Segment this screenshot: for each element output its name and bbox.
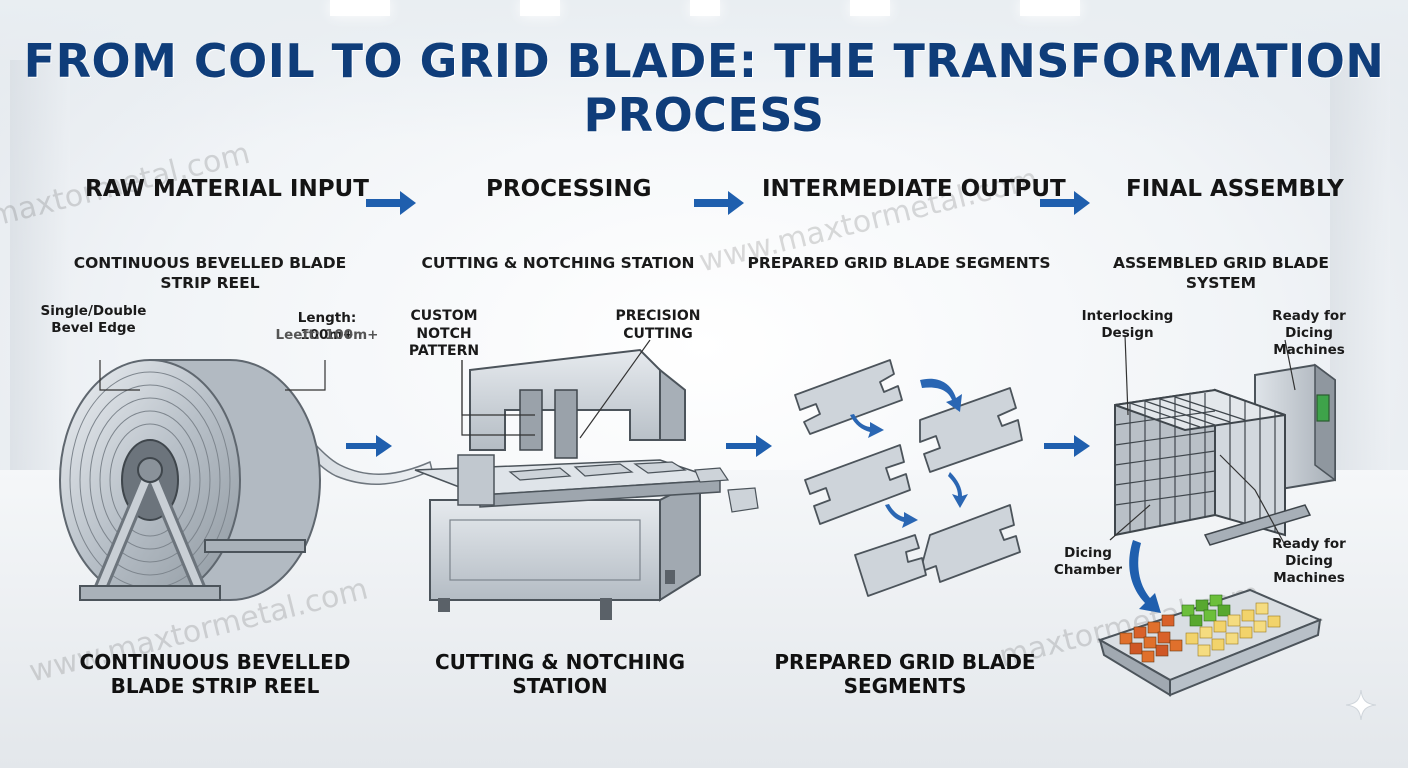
stage-heading-processing: PROCESSING: [486, 176, 652, 202]
callout-precision-cutting: PRECISION CUTTING: [615, 308, 701, 342]
sparkle-icon: [1345, 689, 1377, 721]
arrow-icon: [1129, 540, 1161, 613]
stage-heading-intermediate: INTERMEDIATE OUTPUT: [762, 176, 1066, 202]
callout-length: Length: 100m+: [297, 310, 357, 343]
ceiling-light: [850, 0, 890, 16]
bottom-label-intermediate: PREPARED GRID BLADE SEGMENTS: [774, 650, 1036, 698]
stage-heading-raw-material: RAW MATERIAL INPUT: [85, 176, 369, 202]
steel-coil-reel: [59, 359, 433, 601]
bottom-label-processing: CUTTING & NOTCHING STATION: [434, 650, 686, 698]
ceiling-light: [520, 0, 560, 16]
assembled-grid-blade-system: [1114, 363, 1336, 613]
diced-vegetable-tray: [1097, 588, 1323, 697]
grid-blade-segments: [794, 359, 1023, 597]
callout-interlocking-design: Interlocking Design: [1081, 308, 1174, 341]
stage-subtitle-processing: CUTTING & NOTCHING STATION: [421, 254, 695, 272]
callout-dicing-chamber: Dicing Chamber: [1053, 545, 1123, 578]
callout-ready-for-dicing-top: Ready for Dicing Machines: [1272, 308, 1346, 358]
arrow-icon: [850, 378, 968, 528]
stage-heading-final-assembly: FINAL ASSEMBLY: [1126, 176, 1344, 202]
page-title: FROM COIL TO GRID BLADE: THE TRANSFORMAT…: [23, 34, 1385, 142]
arrow-icon: [346, 191, 1090, 457]
stage-subtitle-raw-material: CONTINUOUS BEVELLED BLADE STRIP REEL: [73, 254, 347, 293]
ceiling-light: [1020, 0, 1080, 16]
callout-custom-notch: CUSTOM NOTCH PATTERN: [408, 308, 480, 359]
ceiling-light: [690, 0, 720, 16]
bottom-label-raw-material: CONTINUOUS BEVELLED BLADE STRIP REEL: [79, 650, 351, 698]
machine-callout-lines: [461, 339, 651, 439]
warehouse-ceiling: [0, 0, 1408, 140]
callout-ready-for-dicing-bottom: Ready for Dicing Machines: [1272, 536, 1346, 586]
coil-callout-lines: [99, 360, 326, 391]
callout-length-ghost: Leeft: 100m+: [275, 327, 379, 343]
cutting-notching-machine: [414, 348, 759, 620]
ceiling-light: [330, 0, 390, 16]
warehouse-pillar: [1330, 60, 1390, 480]
stage-subtitle-intermediate: PREPARED GRID BLADE SEGMENTS: [747, 254, 1051, 272]
assembly-callout-lines: [1109, 334, 1296, 546]
callout-bevel-edge: Single/Double Bevel Edge: [40, 303, 147, 336]
stage-subtitle-final-assembly: ASSEMBLED GRID BLADE SYSTEM: [1112, 254, 1329, 293]
warehouse-pillar: [10, 60, 70, 480]
